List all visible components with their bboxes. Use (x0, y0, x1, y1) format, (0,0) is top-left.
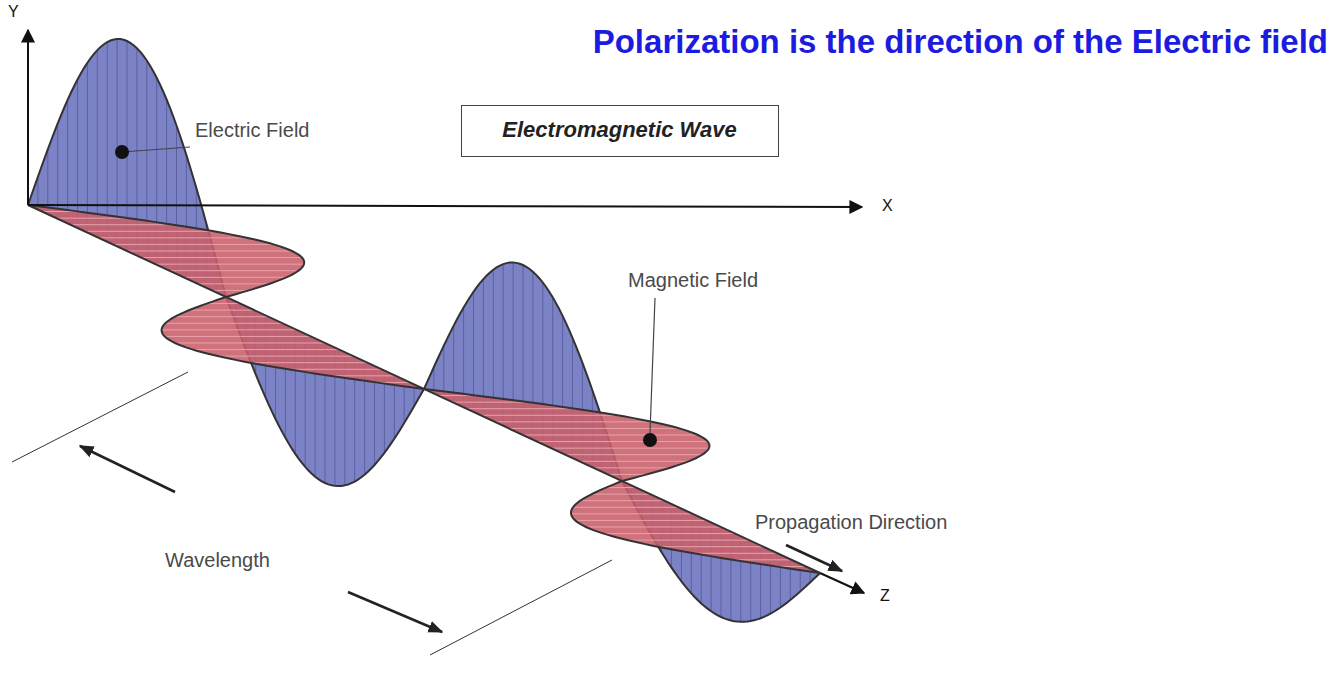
hatch-line (70, 224, 173, 225)
magnetic-lobe (424, 389, 709, 481)
extension-line (430, 560, 612, 655)
hatch-line (586, 527, 721, 528)
hatch-line (207, 303, 240, 304)
hatch-line (99, 237, 248, 238)
axis-label: Y (8, 2, 19, 21)
hatch-line (175, 316, 269, 317)
dimension-arrow (348, 592, 442, 632)
half-wave (162, 297, 424, 486)
leader-line (122, 147, 190, 152)
axes (28, 30, 864, 593)
hatch-line (733, 559, 792, 560)
hatch-line (165, 323, 282, 324)
hatch-line (580, 461, 689, 462)
hatch-line (575, 520, 707, 521)
hatch-line (127, 251, 292, 252)
hatch-line (481, 415, 618, 416)
title: Polarization is the direction of the Ele… (593, 22, 1328, 62)
direction-arrow (786, 545, 842, 571)
hatch-line (608, 474, 647, 475)
leader-dot (643, 433, 657, 447)
leader-line (650, 298, 655, 433)
extension-line (12, 372, 188, 462)
magnetic-curve (424, 389, 709, 481)
wave-fields (28, 39, 820, 622)
dimension-arrow (80, 446, 175, 492)
hatch-line (580, 500, 664, 501)
field-label: Electric Field (195, 118, 309, 142)
title-box: Electromagnetic Wave (461, 105, 779, 157)
hatch-line (56, 218, 128, 219)
wave-axis (28, 205, 820, 573)
hatch-line (193, 349, 339, 350)
hatch-line (250, 362, 367, 363)
hatch-line (452, 402, 528, 403)
hatch-line (184, 277, 287, 278)
hatch-line (473, 292, 474, 412)
direction-label: Propagation Direction (755, 510, 947, 534)
hatch-line (165, 336, 311, 337)
hatch-line (288, 369, 382, 370)
hatch-line (565, 454, 702, 455)
hatch-line (212, 290, 249, 291)
hatch-line (592, 494, 651, 495)
hatch-line (162, 329, 297, 330)
magnetic-curve (28, 205, 304, 297)
hatch-line (693, 553, 777, 554)
hatch-line (155, 264, 304, 265)
magnetic-lobe (162, 297, 424, 389)
hatch-line (523, 435, 698, 436)
hatch-line (331, 375, 396, 376)
hatch-line (117, 39, 118, 246)
hatch-line (573, 507, 679, 508)
axis-label: Z (880, 586, 890, 605)
hatch-line (658, 546, 764, 547)
y-axis (27, 30, 29, 205)
x-axis (28, 205, 862, 207)
hatch-line (97, 50, 98, 237)
hatch-line (141, 257, 302, 258)
hatch-line (594, 467, 670, 468)
field-label: Magnetic Field (628, 268, 758, 292)
hatch-line (218, 356, 353, 357)
hatch-line (628, 540, 750, 541)
half-wave (424, 262, 709, 481)
hatch-line (606, 487, 636, 488)
magnetic-curve (162, 297, 424, 389)
hatch-line (175, 343, 325, 344)
axis-label: X (882, 196, 893, 215)
hatch-line (198, 283, 270, 284)
hatch-line (571, 513, 693, 514)
hatch-line (189, 310, 254, 311)
hatch-line (87, 63, 88, 233)
hatch-line (509, 428, 680, 429)
half-wave (571, 481, 820, 622)
hatch-line (466, 408, 575, 409)
z-axis (820, 573, 864, 593)
hatch-line (495, 421, 653, 422)
hatch-line (113, 244, 274, 245)
magnetic-lobe (28, 205, 304, 297)
box-text: Electromagnetic Wave (502, 117, 736, 143)
hatch-line (107, 42, 108, 242)
hatch-line (453, 326, 454, 403)
hatch-line (551, 448, 709, 449)
hatch-line (443, 346, 444, 399)
hatch-line (85, 231, 214, 232)
hatch-line (463, 307, 464, 407)
hatch-line (604, 533, 736, 534)
half-wave (28, 39, 304, 297)
annotations (12, 145, 842, 655)
dimension-label: Wavelength (165, 548, 270, 572)
leader-dot (115, 145, 129, 159)
hatch-line (169, 270, 298, 271)
hatch-line (537, 441, 708, 442)
